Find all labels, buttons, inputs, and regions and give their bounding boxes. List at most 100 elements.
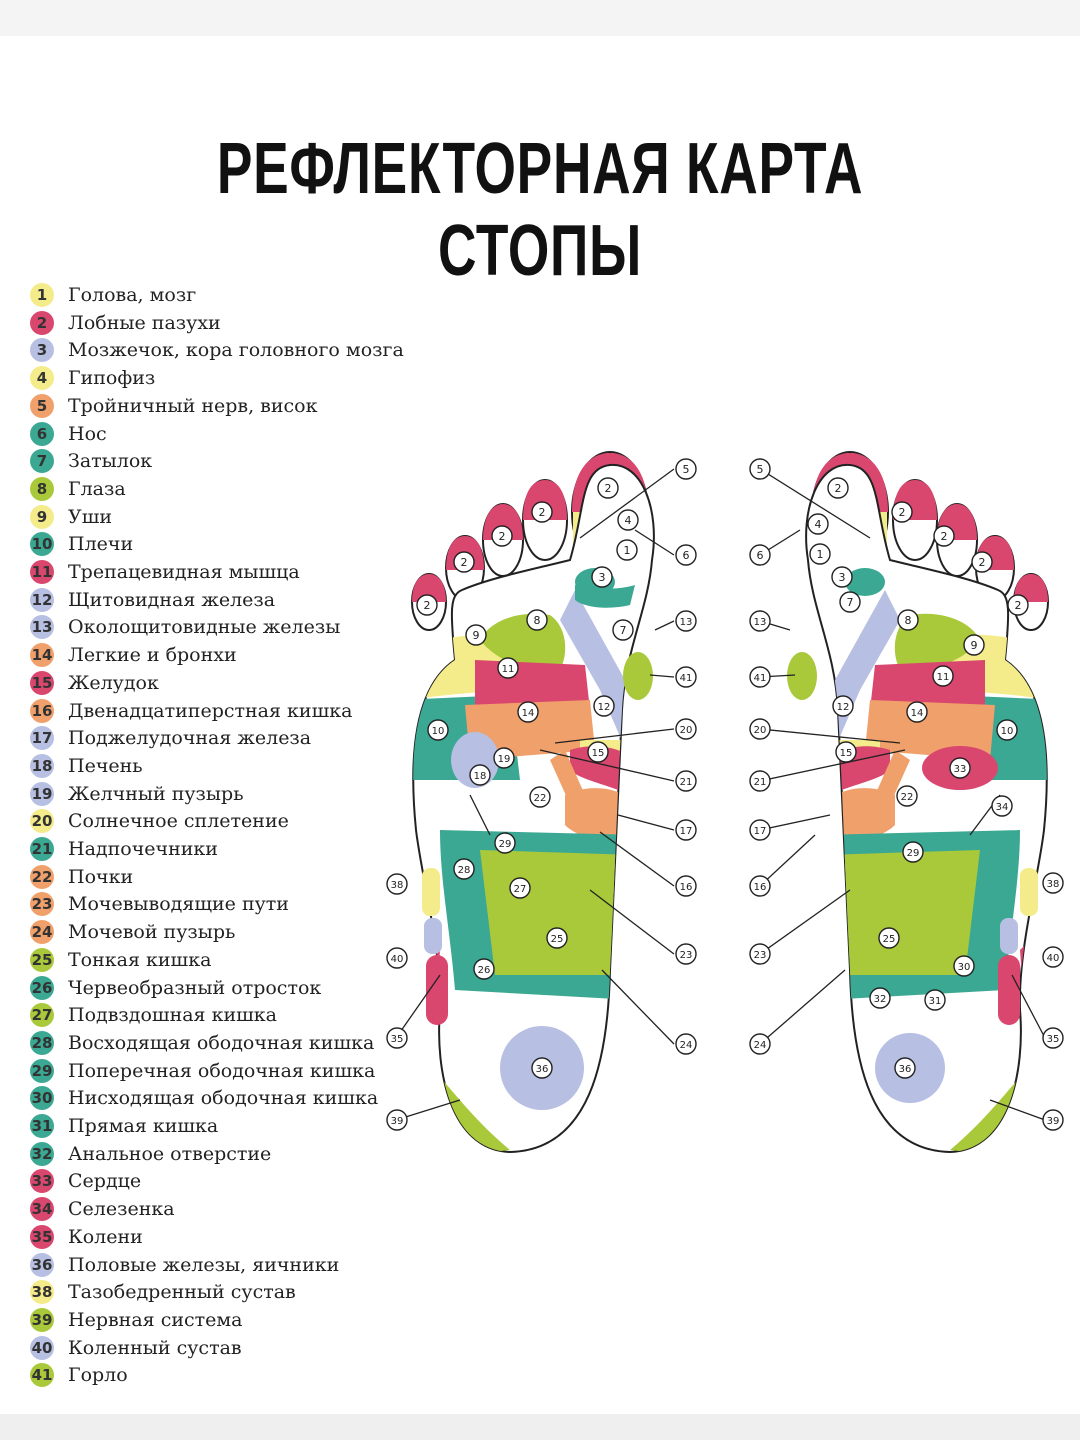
right-zone-marker-circle [749, 875, 771, 897]
right-zone-marker-circle [1042, 1109, 1064, 1131]
legend-number-badge: 3 [30, 338, 54, 363]
legend-label: Затылок [68, 450, 153, 473]
left-zone-marker-label: 10 [432, 726, 445, 737]
left-zone-marker-circle [616, 539, 638, 561]
right-zone-marker: 41 [749, 666, 771, 688]
right-zone-marker-label: 33 [954, 764, 967, 775]
legend-number-badge: 38 [30, 1280, 54, 1305]
right-zone-marker-label: 36 [899, 1064, 912, 1075]
left-zone-marker: 12 [593, 695, 615, 717]
legend-number-badge: 39 [30, 1307, 54, 1332]
right-zone-marker-circle [891, 501, 913, 523]
right-zone-marker-circle [1042, 1027, 1064, 1049]
foot-reflexology-map: 2222241356897131141101412201915182122172… [386, 451, 1064, 1154]
legend-number-badge: 41 [30, 1363, 54, 1388]
right-zone-marker: 38 [1042, 872, 1064, 894]
legend-number-badge: 36 [30, 1252, 54, 1277]
legend-label: Уши [68, 505, 113, 528]
left-zone-marker-label: 22 [534, 793, 547, 804]
left-zone-marker-circle [531, 501, 553, 523]
right-zone-marker-label: 7 [847, 596, 854, 609]
right-zone-marker-label: 8 [905, 614, 912, 627]
left-zone-marker-label: 18 [474, 771, 487, 782]
legend-label: Глаза [68, 477, 126, 500]
right-zone-marker-circle [807, 513, 829, 535]
left-zone-marker-circle [493, 747, 515, 769]
left-zone-marker-circle [386, 1027, 408, 1049]
right-zone-marker: 7 [839, 591, 861, 613]
right-zone-marker-label: 14 [911, 708, 924, 719]
left-zone-marker-label: 3 [599, 571, 606, 584]
right-zone-marker-circle [749, 770, 771, 792]
right-zone-marker-label: 9 [971, 639, 978, 652]
right-zone-marker: 29 [902, 841, 924, 863]
legend-number-badge: 40 [30, 1335, 54, 1360]
left-zone-marker: 14 [517, 701, 539, 723]
left-zone-marker-circle [386, 1109, 408, 1131]
left-zone-marker: 9 [465, 624, 487, 646]
right-zone-marker-circle [932, 665, 954, 687]
legend-label: Нервная система [68, 1308, 243, 1331]
left-zone-marker: 10 [427, 719, 449, 741]
legend-number-badge: 34 [30, 1197, 54, 1222]
right-zone-marker: 34 [991, 795, 1013, 817]
legend-number-badge: 30 [30, 1086, 54, 1111]
right-zone-marker-circle [809, 543, 831, 565]
left-zone-40-lavender [424, 918, 442, 954]
right-zone-marker: 2 [971, 551, 993, 573]
right-zone-marker-label: 20 [754, 725, 767, 736]
left-zone-marker: 1 [616, 539, 638, 561]
left-zone-marker: 6 [675, 544, 697, 566]
left-zone-marker: 3 [591, 566, 613, 588]
right-zone-marker-label: 2 [899, 506, 906, 519]
right-zone-marker: 39 [1042, 1109, 1064, 1131]
right-zone-40-lavender [1000, 918, 1018, 954]
right-zone-marker: 21 [749, 770, 771, 792]
left-zone-marker-label: 9 [473, 629, 480, 642]
right-zone-marker: 31 [924, 989, 946, 1011]
left-zone-marker: 8 [526, 609, 548, 631]
right-zone-marker-circle [749, 1033, 771, 1055]
right-zone-marker: 22 [896, 785, 918, 807]
right-zone-marker: 10 [996, 719, 1018, 741]
left-zone-marker-circle [675, 544, 697, 566]
left-zone-marker-circle [593, 695, 615, 717]
legend-number-badge: 19 [30, 781, 54, 806]
right-zone-marker-circle [996, 719, 1018, 741]
right-zone-marker-label: 35 [1047, 1034, 1060, 1045]
right-toe-5-tip [1014, 574, 1048, 602]
left-zone-marker-circle [675, 458, 697, 480]
left-zone-marker-circle [675, 875, 697, 897]
legend-number-badge: 23 [30, 892, 54, 917]
legend-label: Поперечная ободочная кишка [68, 1059, 376, 1082]
left-zone-marker-label: 13 [680, 617, 693, 628]
legend-label: Подвздошная кишка [68, 1004, 277, 1027]
left-zone-marker: 5 [675, 458, 697, 480]
legend-number-badge: 22 [30, 864, 54, 889]
right-zone-marker: 2 [891, 501, 913, 523]
right-zone-marker-circle [963, 634, 985, 656]
legend-number-badge: 33 [30, 1169, 54, 1194]
left-zone-marker-label: 4 [625, 514, 632, 527]
right-zone-marker-label: 6 [757, 549, 764, 562]
right-zone-marker-circle [749, 819, 771, 841]
right-zone-marker-label: 13 [754, 617, 767, 628]
left-zone-marker-label: 28 [458, 865, 471, 876]
legend-label: Трепацевидная мышца [68, 561, 300, 583]
right-zone-marker-label: 30 [958, 962, 971, 973]
right-zone-marker: 24 [749, 1033, 771, 1055]
left-zone-marker-circle [453, 858, 475, 880]
right-zone-marker-circle [971, 551, 993, 573]
